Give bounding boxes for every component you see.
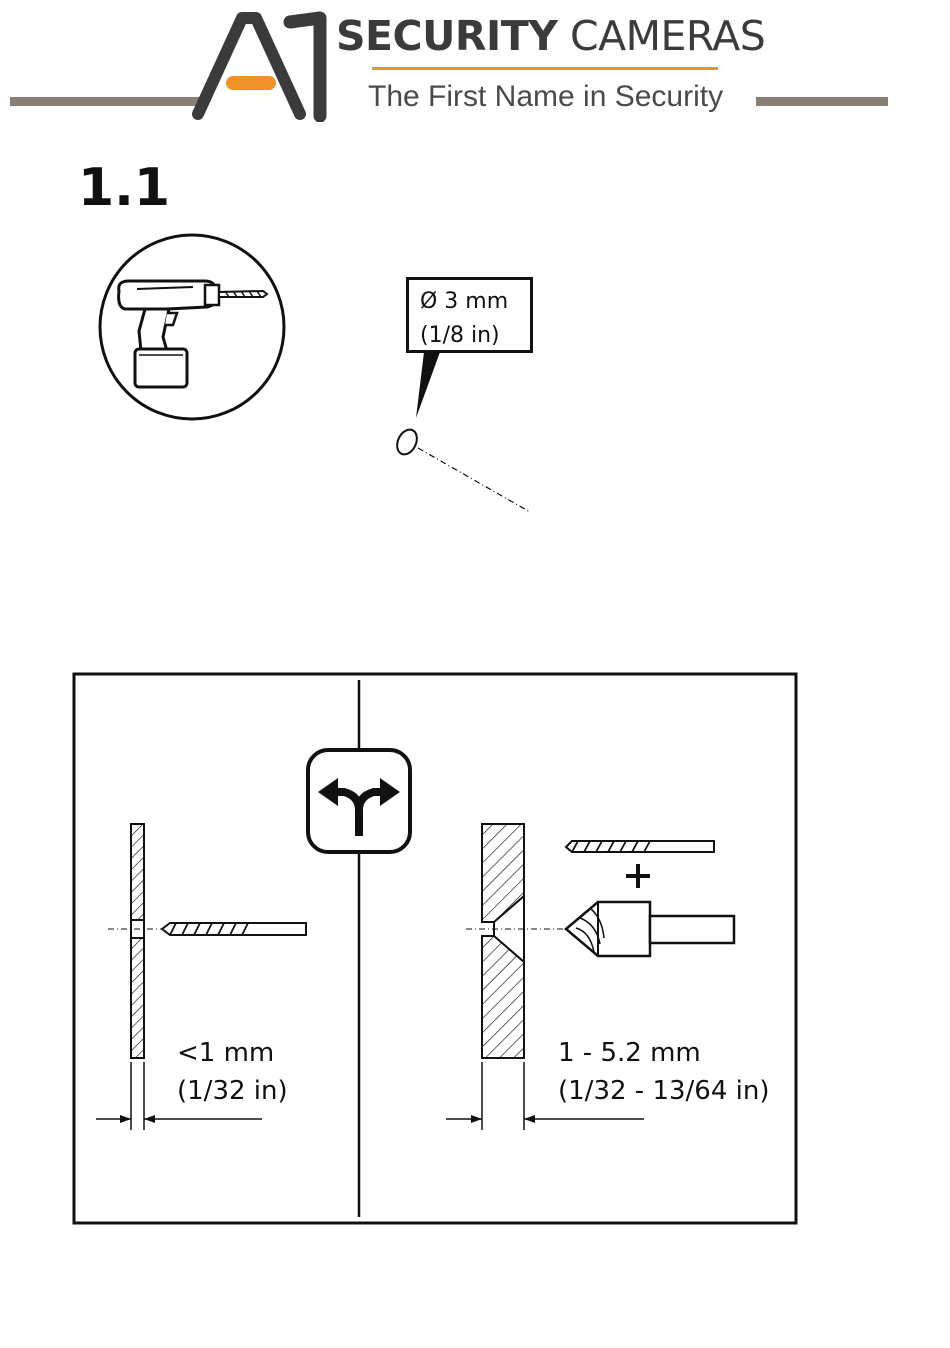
thin-wall-thickness-mm: <1 mm	[177, 1034, 288, 1072]
hole-diameter-in: (1/8 in)	[420, 319, 530, 353]
brand-tagline: The First Name in Security	[368, 80, 723, 114]
thick-wall-thickness-in: (1/32 - 13/64 in)	[558, 1072, 769, 1110]
brand-divider	[372, 67, 718, 70]
thick-wall-label: 1 - 5.2 mm (1/32 - 13/64 in)	[558, 1034, 769, 1110]
brand-name-light: CAMERAS	[570, 12, 765, 60]
plus-icon	[626, 864, 650, 888]
header-bar-left	[10, 97, 200, 106]
split-arrow-icon	[306, 748, 412, 854]
thin-wall-thickness-in: (1/32 in)	[177, 1072, 288, 1110]
header-bar-right	[756, 97, 888, 106]
thick-wall-thickness-mm: 1 - 5.2 mm	[558, 1034, 769, 1072]
brand-name-bold: SECURITY	[336, 12, 557, 60]
drill-bit-icon	[566, 841, 714, 852]
brand-name: SECURITY CAMERAS	[336, 12, 765, 60]
drill-icon	[97, 233, 289, 423]
hole-pointer	[390, 350, 540, 520]
hole-size-callout: Ø 3 mm (1/8 in)	[406, 277, 533, 353]
a1-logo-icon	[190, 10, 335, 122]
thin-wall-label: <1 mm (1/32 in)	[177, 1034, 288, 1110]
step-number: 1.1	[78, 158, 170, 218]
drill-bit-icon	[162, 923, 306, 935]
countersink-bit-icon	[566, 902, 734, 956]
hole-diameter-mm: Ø 3 mm	[420, 285, 530, 319]
